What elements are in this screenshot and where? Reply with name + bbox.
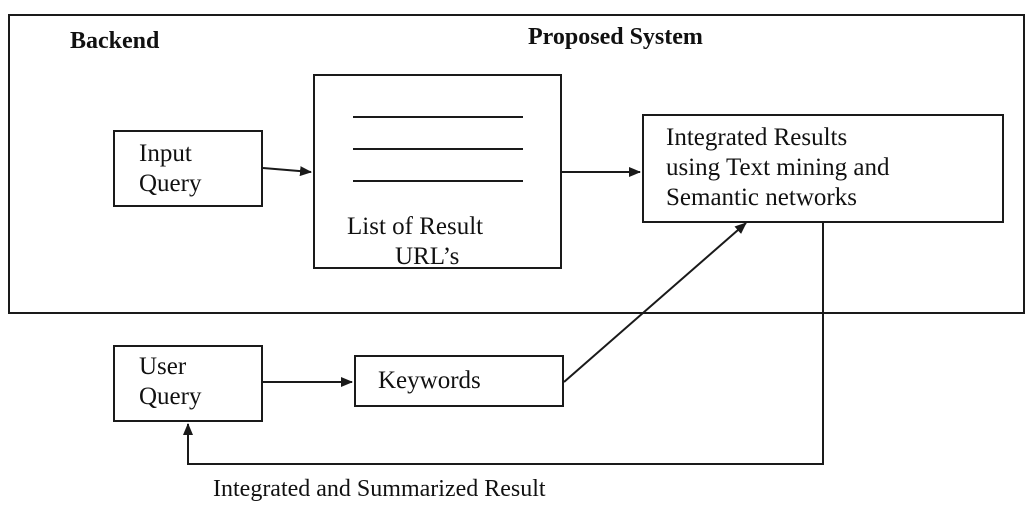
keywords-label: Keywords	[378, 367, 481, 394]
integrated-line-2: using Text mining and	[666, 154, 890, 181]
url-list-line-1: List of Result	[347, 213, 484, 240]
list-line-2	[353, 148, 523, 150]
integrated-results-box: Integrated Results using Text mining and…	[642, 114, 1004, 223]
proposed-system-title: Proposed System	[528, 24, 703, 50]
integrated-line-3: Semantic networks	[666, 184, 857, 211]
url-list-line-2: URL’s	[395, 243, 460, 270]
url-list-box: List of Result URL’s	[313, 74, 562, 270]
user-query-line-2: Query	[139, 383, 202, 410]
input-query-box: Input Query	[113, 130, 263, 207]
list-line-1	[353, 116, 523, 118]
keywords-box: Keywords	[354, 355, 564, 407]
user-query-box: User Query	[113, 345, 263, 422]
user-query-line-1: User	[139, 353, 187, 380]
input-query-line-1: Input	[139, 140, 192, 167]
integrated-line-1: Integrated Results	[666, 124, 848, 151]
backend-title: Backend	[70, 28, 160, 54]
list-line-3	[353, 180, 523, 182]
feedback-caption: Integrated and Summarized Result	[213, 476, 546, 502]
input-query-line-2: Query	[139, 170, 202, 197]
